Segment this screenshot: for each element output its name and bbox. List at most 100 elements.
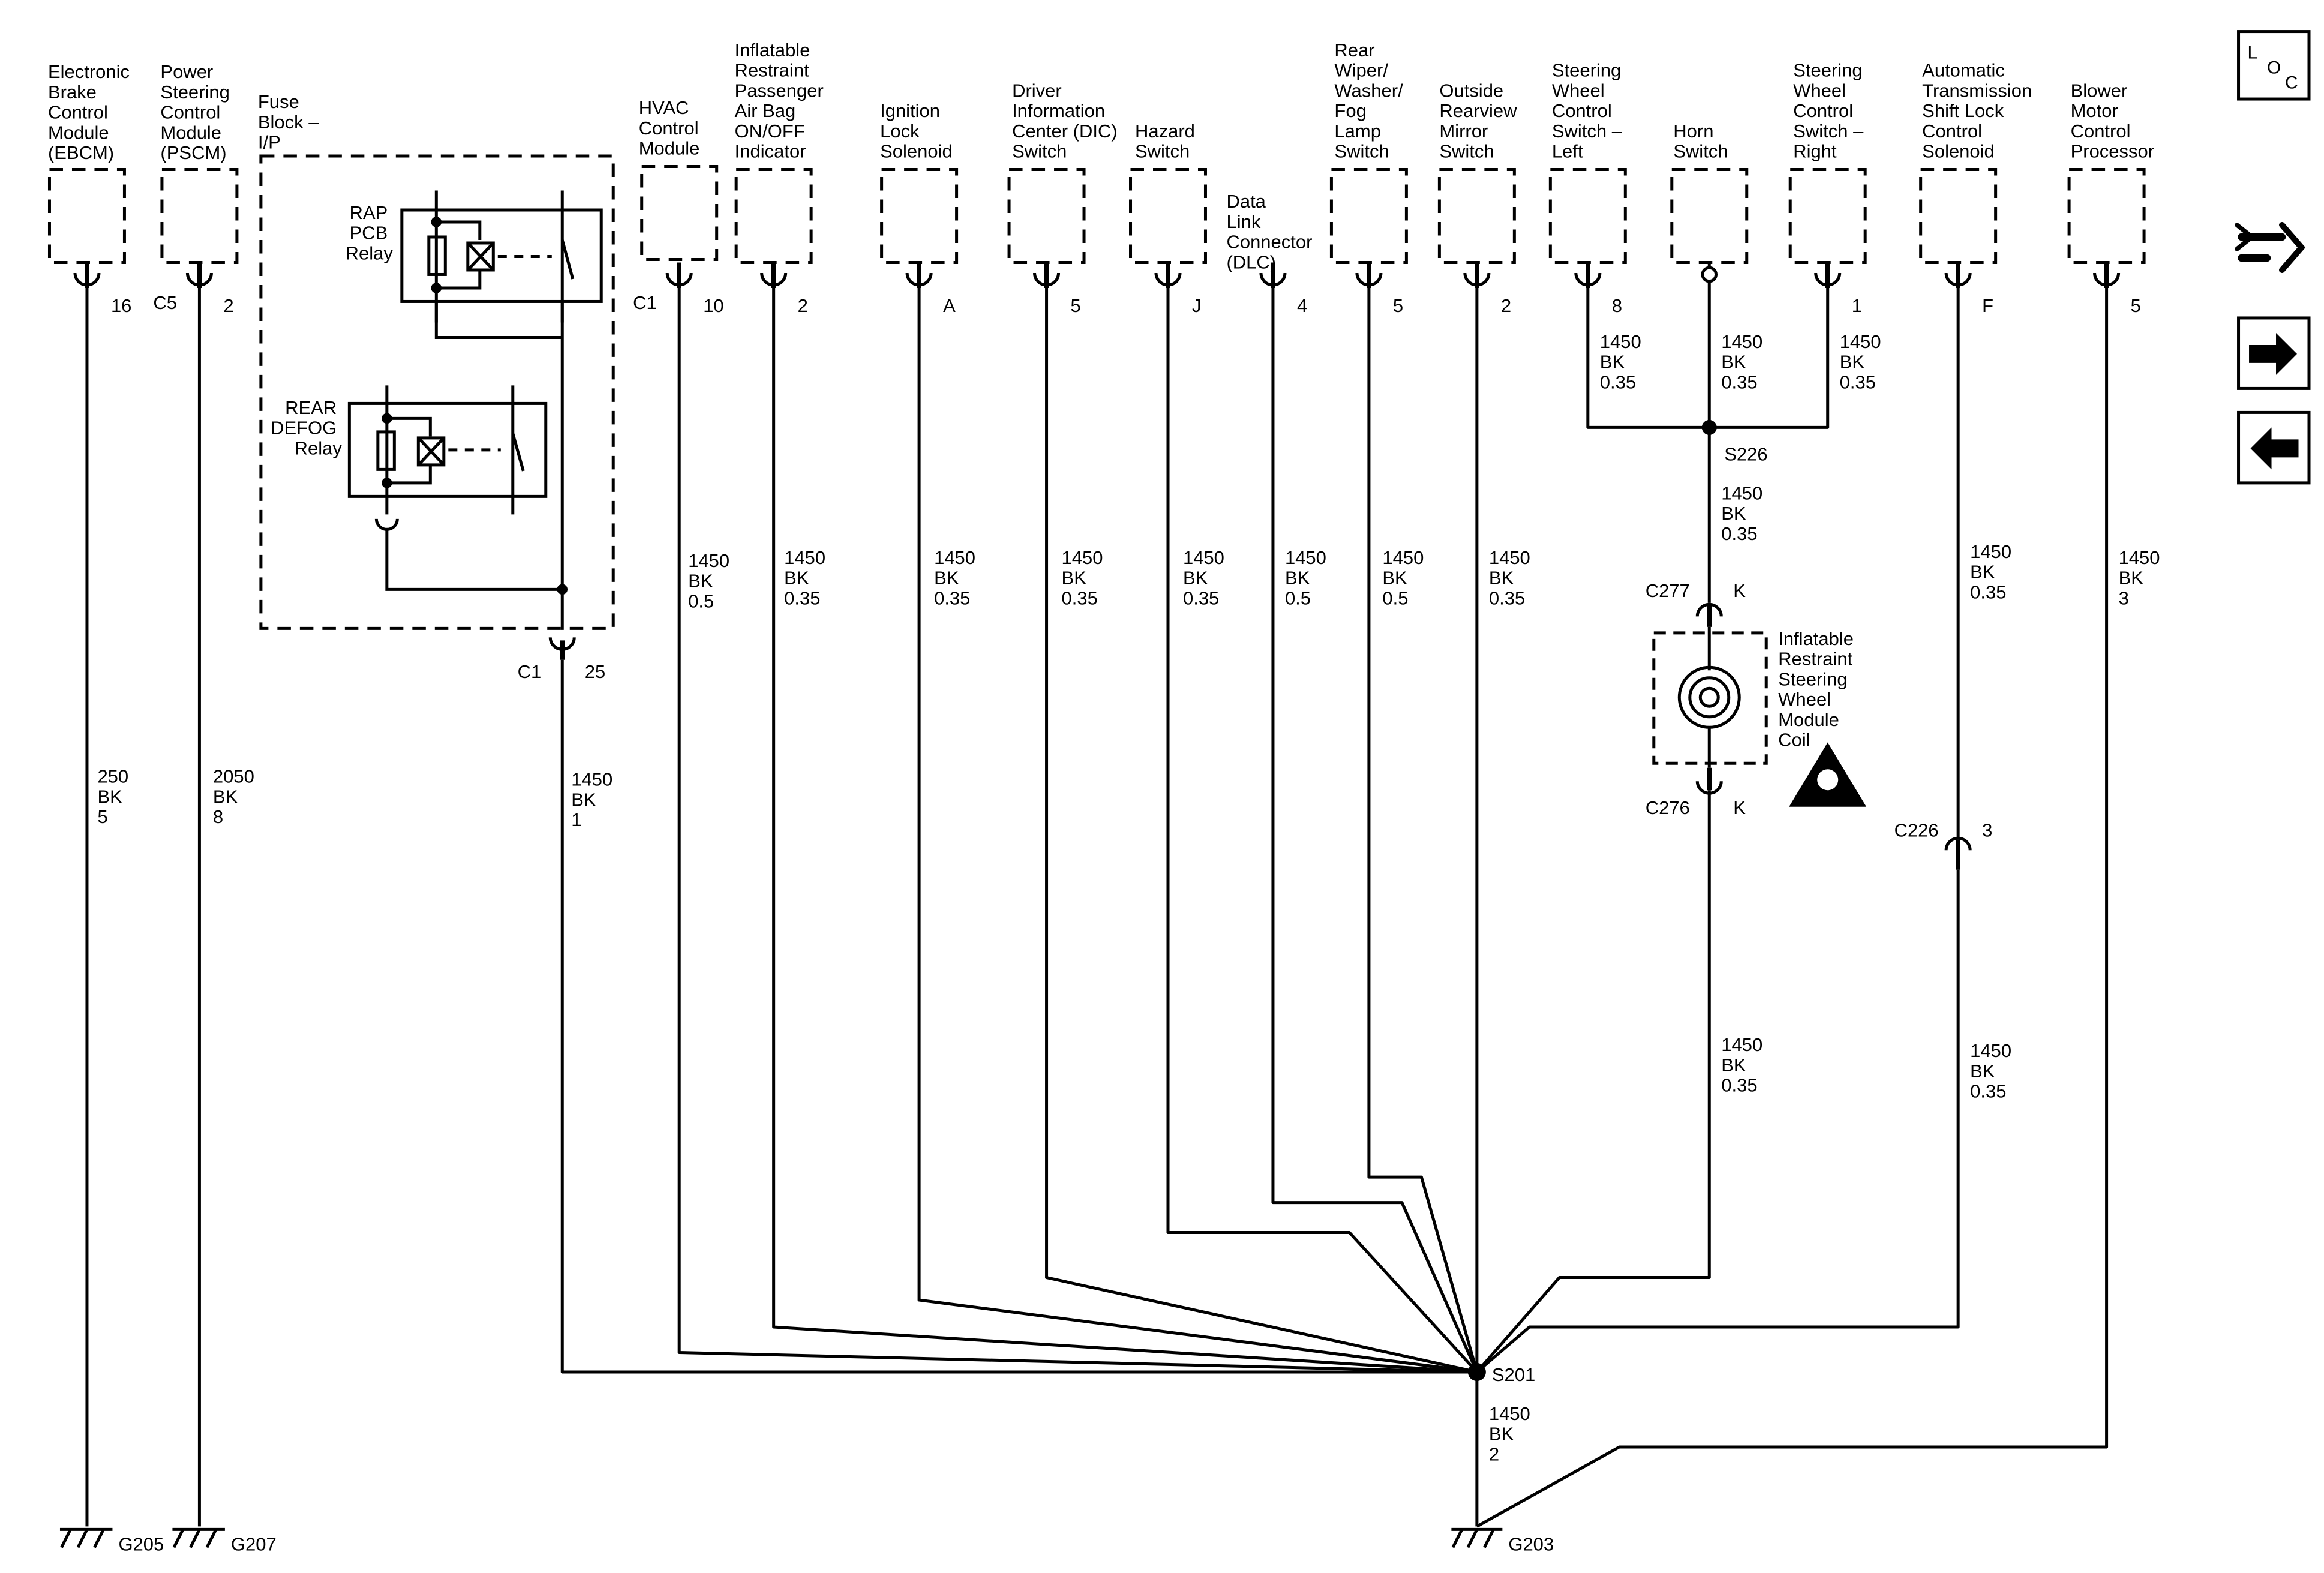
fuse-block-name-line: Block – [258,112,319,133]
component-sw-right-name-line: Control [1793,100,1853,121]
component-dic-box [1007,168,1086,264]
diagram-labels: Fuse Block – I/P RAP PCB Relay REAR DEFO… [48,40,2160,1555]
component-blower-name-line: Control [2071,121,2131,142]
wire-gauge: 0.35 [1183,587,1219,608]
wire-circuit: 1450 [1285,547,1326,568]
component-pscm-box [160,168,239,264]
next-page-button[interactable] [2237,316,2311,390]
wire-hvac [677,287,1477,1374]
ground-g203-icon [1451,1527,1503,1548]
wire-circuit: 1450 [2119,547,2160,568]
wire-color: BK [688,571,713,592]
ground-g205-label: G205 [118,1533,164,1554]
rap-relay [400,190,603,339]
wire-circuit: 1450 [1970,1040,2011,1061]
coil-label-line: Module [1778,709,1839,730]
wire-color: BK [1970,1061,1995,1082]
previous-page-button[interactable] [2237,410,2311,485]
loc-button[interactable]: L O C [2237,30,2311,101]
component-rear-wiper-name-line: Fog [1334,100,1366,121]
wire-sw-left [1586,287,1710,429]
wire-circuit: 1450 [1489,1403,1530,1424]
wire-gauge: 0.35 [1721,371,1757,392]
wire-gauge: 2 [1489,1443,1499,1464]
component-ebcm-name-line: Brake [48,82,97,103]
wire-circuit: 1450 [1970,541,2011,562]
component-hvac-name-line: Control [639,118,699,139]
component-blower-name-line: Processor [2071,141,2154,162]
wire-paths [85,281,2109,1528]
component-airbag-ind-name-line: Air Bag [735,100,796,121]
component-sw-left-name-line: Control [1552,100,1612,121]
wire-circuit: 1450 [1183,547,1224,568]
wire-circuit: 1450 [1382,547,1424,568]
fuse-block-connector: C1 [518,661,542,682]
fuse-block [259,154,615,660]
component-sw-left-name-line: Left [1552,141,1583,162]
component-mirror-name-line: Switch [1439,141,1494,162]
splice-s226 [1701,419,1717,435]
component-sw-right-name-line: Steering [1793,60,1862,81]
ground-g203-label: G203 [1508,1533,1554,1554]
component-horn-box [1670,168,1749,264]
component-dic-name-line: Information [1012,100,1105,121]
component-horn-name-line: Horn [1673,121,1713,142]
wire-rear-wiper [1367,287,1479,1373]
loc-letter-o: O [2267,58,2281,78]
component-rear-wiper-name-line: Wiper/ [1334,60,1388,81]
component-sw-left-name-line: Steering [1552,60,1621,81]
component-airbag-ind-name-line: Indicator [735,141,806,162]
component-airbag-ind-name-line: Passenger [735,80,824,101]
component-pscm-name-line: Power [160,61,213,82]
wire-color: BK [1970,562,1995,583]
wire-circuit: 1450 [1721,1034,1762,1055]
component-blower-box [2067,168,2146,264]
component-mirror-pin: 2 [1501,295,1511,316]
repair-tool-icon[interactable] [2235,221,2306,273]
wire-color: BK [1600,352,1625,373]
wire-circuit: 1450 [688,550,729,571]
wire-coil-out [1475,790,1711,1373]
wire-airbag-indicator [772,287,1478,1374]
wire-gauge: 0.35 [1721,1075,1757,1096]
wire-gauge: 0.35 [1489,587,1525,608]
defog-relay-label-line: Relay [295,437,343,458]
wire-circuit: 1450 [571,769,612,790]
component-dlc-pin: 4 [1297,295,1307,316]
component-dlc-name-line: Data [1226,191,1266,212]
wire-circuit: 2050 [213,766,254,787]
component-pscm-name-line: (PSCM) [160,142,226,163]
defog-relay-label-line: REAR [285,397,337,418]
component-pscm-pin: 2 [223,295,233,316]
component-hvac-name-line: Module [639,138,700,159]
wire-ignition-lock [917,287,1478,1374]
component-sw-right-name-line: Switch – [1793,121,1864,142]
wire-color: BK [1721,352,1746,373]
wire-gauge: 0.35 [1062,587,1098,608]
wire-color: BK [934,568,959,589]
component-airbag-ind-pin: 2 [798,295,808,316]
component-airbag-ind-name-line: ON/OFF [735,121,805,142]
rear-defog-relay [347,385,568,595]
wire-circuit: 1450 [1721,482,1762,503]
arrow-right-icon [2249,332,2298,375]
coil-label-line: Steering [1778,668,1847,689]
component-dlc-name-line: Link [1226,211,1260,232]
component-sw-left-name-line: Wheel [1552,80,1605,101]
fuse-block-name-line: I/P [258,132,281,153]
component-shift-lock-name-line: Automatic [1922,60,2005,81]
component-hvac-box [640,165,719,261]
inline-connector-c226 [1944,836,1972,870]
